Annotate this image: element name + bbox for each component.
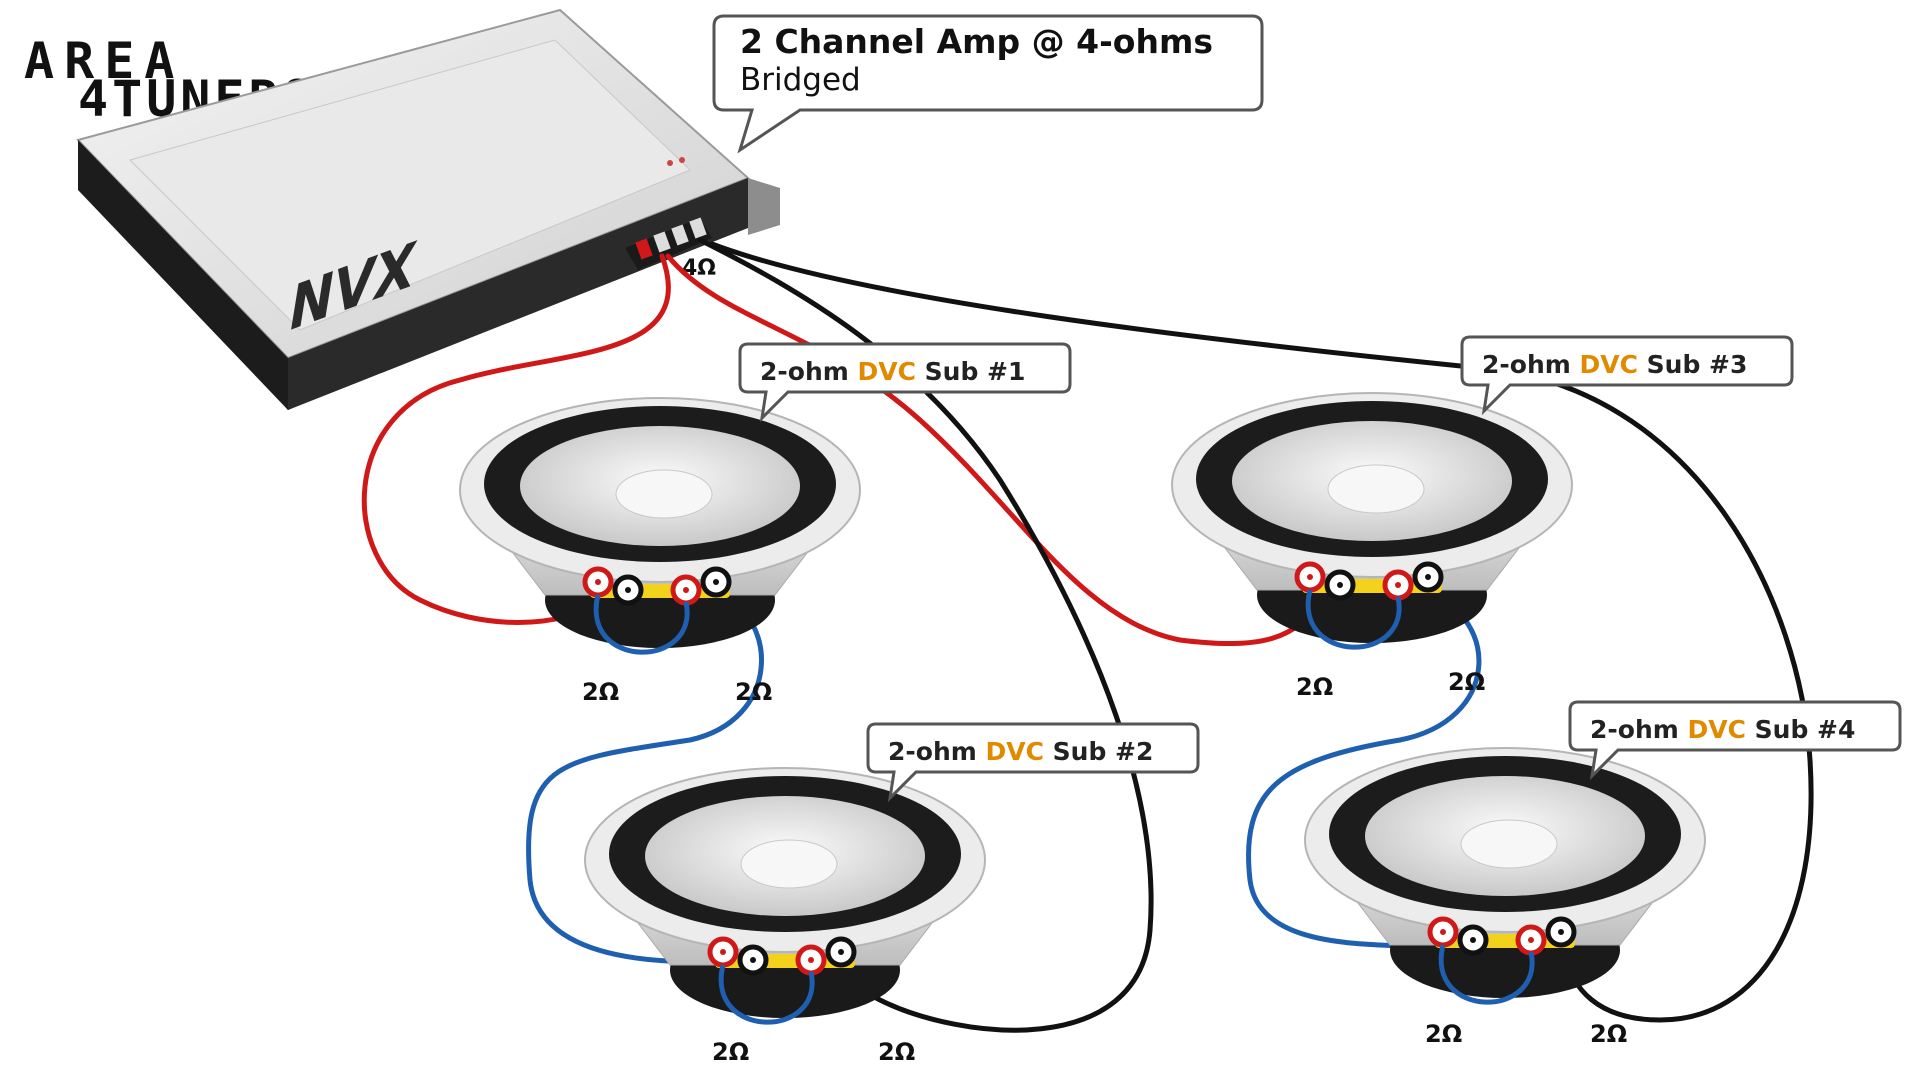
speakers: 2Ω 2Ω 2-ohm DVC Sub #1 2Ω 2Ω 2-ohm DVC Sub #2… [459, 335, 1902, 1066]
sub-dust-cap [1327, 464, 1425, 514]
coil-right-ohm-label: 2Ω [735, 678, 772, 706]
coil-jumper-wire [1438, 944, 1535, 1005]
sub-label-suffix: Sub #3 [1638, 350, 1747, 379]
coil-right-ohm-label: 2Ω [878, 1038, 915, 1066]
black-wire-amp-to-sub4 [709, 241, 1814, 1023]
coil-left-ohm-label: 2Ω [582, 678, 619, 706]
sub-label-prefix: 2-ohm [1590, 715, 1688, 744]
coil-jumper-wire [1305, 589, 1402, 650]
sub-label-dvc: DVC [858, 357, 916, 386]
amp-callout-subtitle: Bridged [740, 62, 861, 98]
amp-callout-title: 2 Channel Amp @ 4-ohms [740, 22, 1213, 61]
sub-callout-label: 2-ohm DVC Sub #3 [1482, 350, 1747, 379]
sub-callout-bubble [738, 342, 1072, 423]
coil-left-ohm-label: 2Ω [1425, 1020, 1462, 1048]
sub-callout-label: 2-ohm DVC Sub #2 [888, 737, 1153, 766]
subwoofer-4: 2Ω 2Ω 2-ohm DVC Sub #4 [1304, 700, 1902, 1048]
amp-terminal-block [625, 217, 712, 270]
sub-label-suffix: Sub #4 [1746, 715, 1855, 744]
subwoofer-1: 2Ω 2Ω 2-ohm DVC Sub #1 [459, 342, 1072, 706]
subwoofer-3: 2Ω 2Ω 2-ohm DVC Sub #3 [1171, 335, 1794, 701]
sub-label-dvc: DVC [986, 737, 1044, 766]
sub-callout-bubble [866, 722, 1200, 803]
sub-label-dvc: DVC [1580, 350, 1638, 379]
coil-right-ohm-label: 2Ω [1448, 668, 1485, 696]
sub-callout-label: 2-ohm DVC Sub #4 [1590, 715, 1855, 744]
red-wire-amp-to-sub1 [361, 253, 671, 625]
amp-callout: 2 Channel Amp @ 4-ohms Bridged [712, 14, 1264, 154]
sub-callout-bubble [1460, 335, 1794, 416]
sub-label-dvc: DVC [1688, 715, 1746, 744]
sub-label-suffix: Sub #2 [1044, 737, 1153, 766]
subwoofer-2: 2Ω 2Ω 2-ohm DVC Sub #2 [584, 722, 1200, 1066]
sub-dust-cap [615, 469, 713, 519]
sub-label-prefix: 2-ohm [760, 357, 858, 386]
sub-label-suffix: Sub #1 [916, 357, 1025, 386]
coil-jumper-wire [718, 964, 815, 1025]
coil-left-ohm-label: 2Ω [1296, 673, 1333, 701]
sub-label-prefix: 2-ohm [888, 737, 986, 766]
logo-line-1: AREA [24, 32, 184, 90]
sub-label-prefix: 2-ohm [1482, 350, 1580, 379]
red-wire-amp-to-sub3 [665, 253, 1323, 647]
coil-jumper-wire [593, 594, 690, 655]
sub-dust-cap [740, 839, 838, 889]
sub-dust-cap [1460, 819, 1558, 869]
coil-right-ohm-label: 2Ω [1590, 1020, 1627, 1048]
coil-left-ohm-label: 2Ω [712, 1038, 749, 1066]
sub-callout-label: 2-ohm DVC Sub #1 [760, 357, 1025, 386]
blue-wire-sub3-to-sub4 [1246, 589, 1482, 953]
blue-wire-sub1-to-sub2 [526, 589, 764, 965]
sub-callout-bubble [1568, 700, 1902, 781]
amplifier: NVX 4Ω [76, 8, 780, 410]
